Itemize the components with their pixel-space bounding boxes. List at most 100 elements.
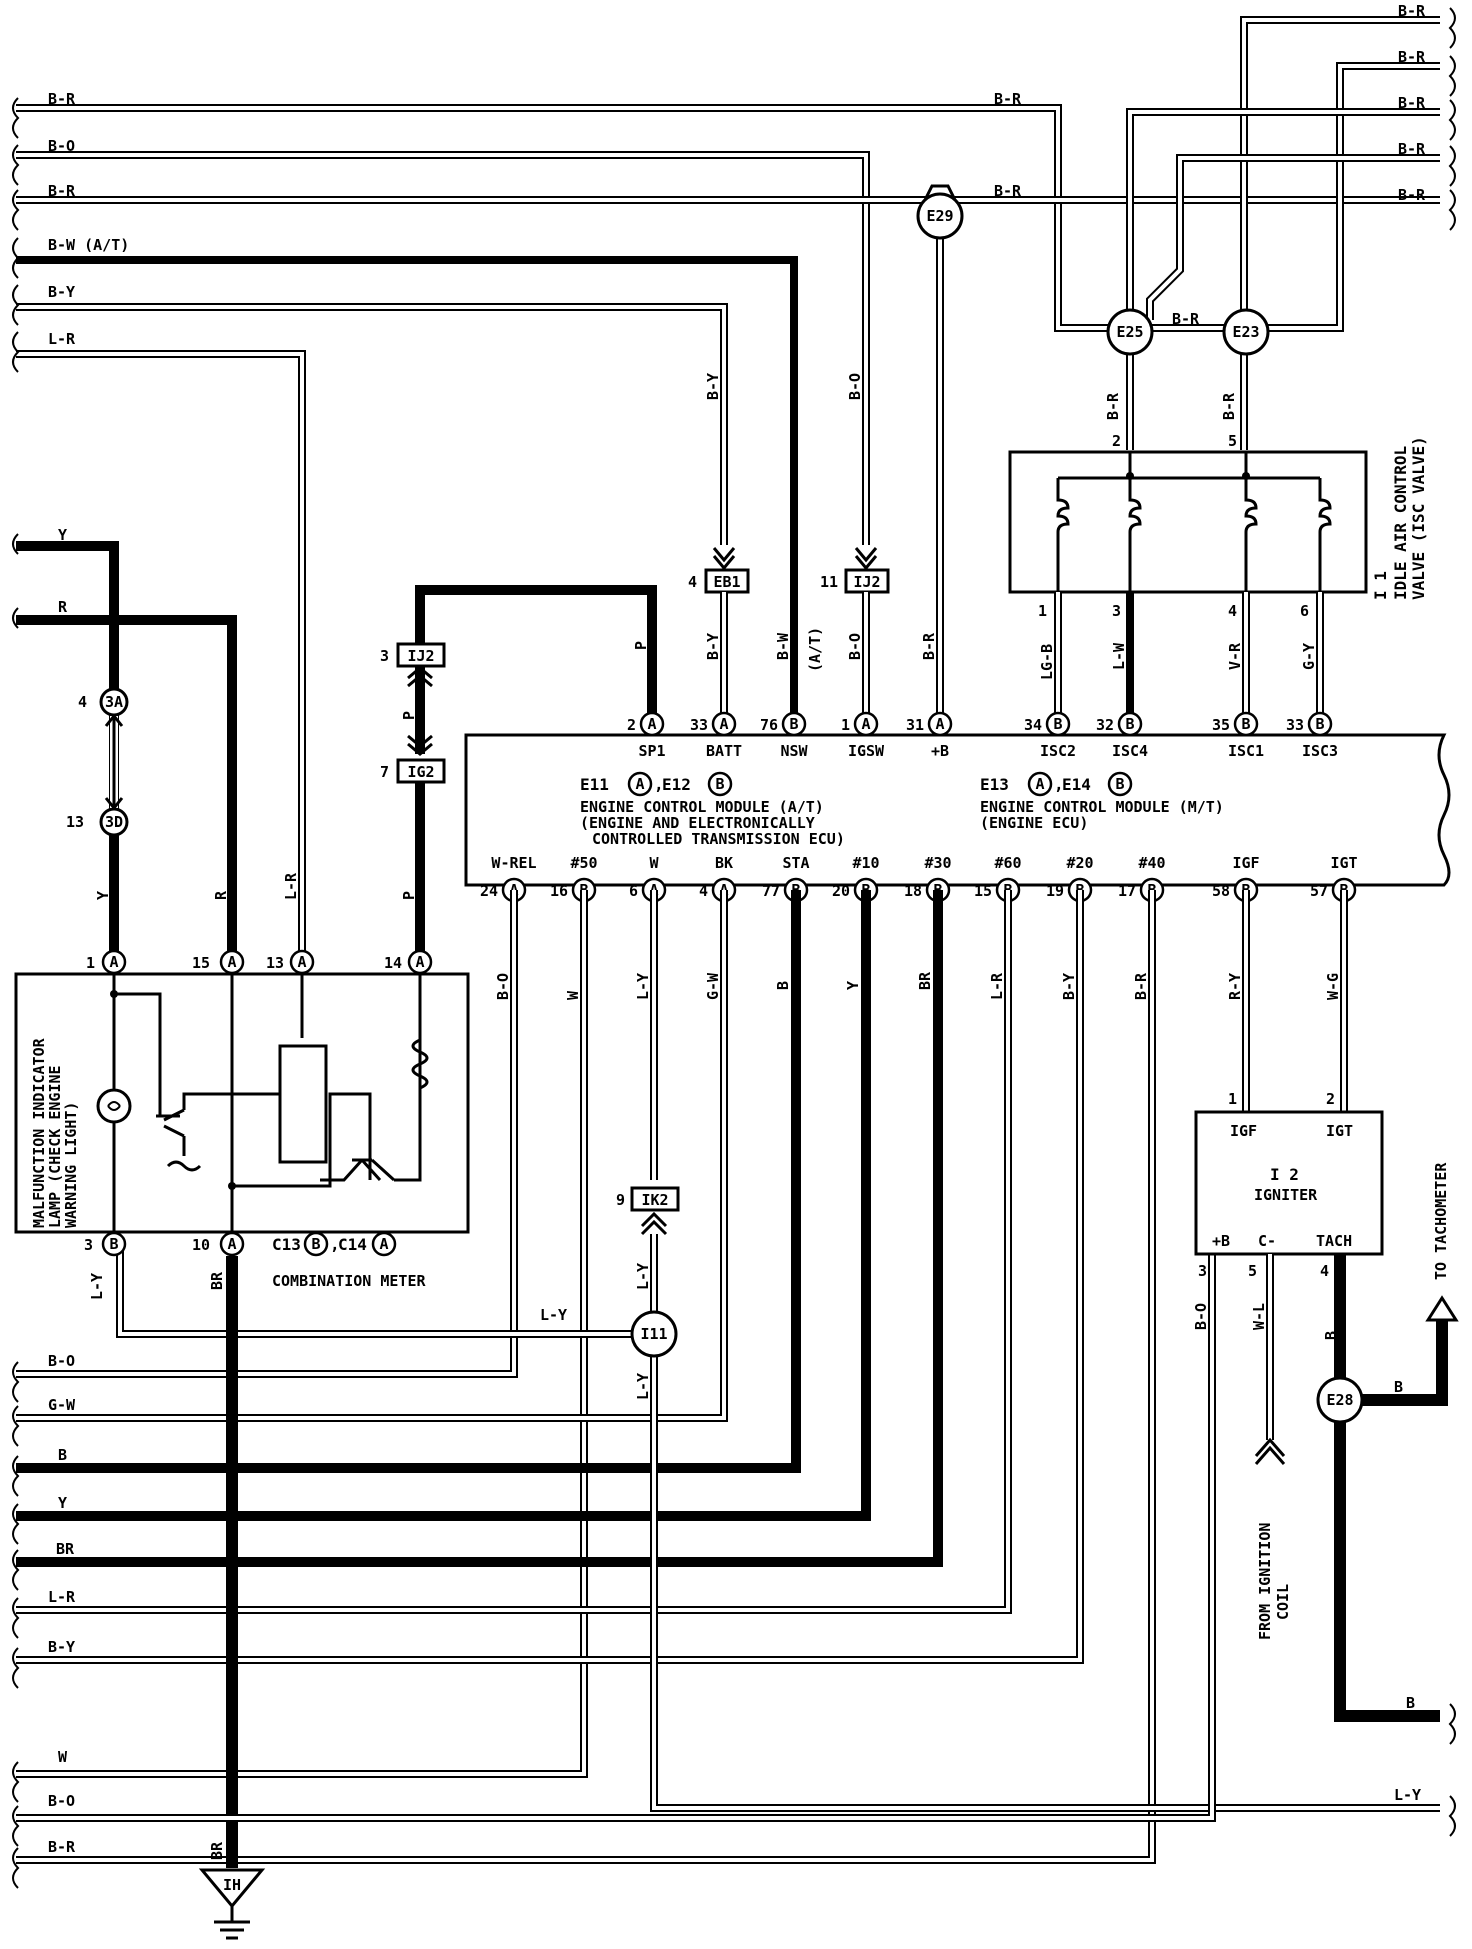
ecm-pin-number: 18 (904, 882, 922, 900)
lbl-lr-v: L-R (988, 972, 1006, 1000)
svg-text:9: 9 (616, 1191, 625, 1209)
lbl-bot-8: W (58, 1748, 68, 1766)
lbl-brr-v: B-R (1132, 972, 1150, 1000)
ecm-conn-letter: A (935, 715, 944, 733)
lbl-from-coil: FROM IGNITION (1256, 1523, 1274, 1640)
svg-text:B: B (1115, 775, 1124, 793)
right-break-marks (1448, 7, 1456, 231)
ecm-conn-letter: B (1315, 715, 1324, 733)
wire-label-6: L-R (48, 330, 76, 348)
lbl-br-2: BR (208, 1841, 226, 1860)
wire-label-4: B-W (A/T) (48, 236, 129, 254)
ecm-pin-number: 1 (841, 716, 850, 734)
meter-name: COMBINATION METER (272, 1272, 426, 1290)
svg-text:MALFUNCTION INDICATOR: MALFUNCTION INDICATOR (30, 1037, 48, 1228)
ecm-title-e12: E12 (662, 775, 691, 794)
svg-text:3: 3 (380, 647, 389, 665)
splice-e28: E28 (1316, 1376, 1364, 1424)
lbl-to-tach: TO TACHOMETER (1432, 1162, 1450, 1280)
svg-text:3: 3 (1112, 602, 1121, 620)
lbl-bot-2: G-W (48, 1396, 76, 1414)
svg-text:5: 5 (1248, 1262, 1257, 1280)
wire-label-bo-v2: B-O (846, 633, 864, 660)
wire-label-p-mid: P (400, 711, 418, 720)
ecm-at-line3: CONTROLLED TRANSMISSION ECU) (592, 830, 845, 848)
ecm-conn-letter: A (861, 715, 870, 733)
svg-text:11: 11 (820, 573, 838, 591)
wire-label-5: B-Y (48, 283, 75, 301)
lbl-ign-bo: B-O (1192, 1303, 1210, 1330)
lbl-bot-5: BR (56, 1540, 75, 1558)
wire-30-br (16, 890, 943, 1567)
splice-e25: E25 (1106, 308, 1154, 356)
svg-text:5: 5 (1228, 432, 1237, 450)
lbl-ly-i11: L-Y (634, 1263, 652, 1290)
svg-text:4: 4 (688, 573, 697, 591)
ecm-terminal-name: ISC2 (1040, 742, 1076, 760)
wire-right-br-4 (1146, 154, 1440, 320)
ecm-terminal-name: #20 (1066, 854, 1093, 872)
lbl-bot-6: L-R (48, 1588, 76, 1606)
svg-text:A: A (109, 953, 118, 971)
svg-text:E28: E28 (1326, 1391, 1353, 1409)
lbl-by-v: B-Y (1060, 973, 1078, 1000)
wire-label-e25-e23: B-R (1172, 310, 1200, 328)
meter-conn-c13: C13 (272, 1235, 301, 1254)
lbl-y-in: Y (58, 526, 67, 544)
ecm-terminal-name: #40 (1138, 854, 1165, 872)
svg-text:IGNITER: IGNITER (1254, 1186, 1318, 1204)
wire-b-y-1 (16, 303, 728, 545)
svg-text:E25: E25 (1116, 323, 1143, 341)
wire-to-tach (1362, 1310, 1448, 1406)
svg-text:IK2: IK2 (641, 1191, 668, 1209)
ground-ih: IH (198, 1868, 266, 1940)
splice-e23: E23 (1222, 308, 1270, 356)
lbl-w-v: W (564, 990, 582, 1000)
wire-label-isc-2: B-R (1104, 392, 1122, 420)
svg-text:A: A (379, 1235, 388, 1253)
combination-meter: MALFUNCTION INDICATOR LAMP (CHECK ENGINE… (14, 949, 470, 1257)
ecm-title-e14: E14 (1062, 775, 1091, 794)
svg-text:B: B (109, 1235, 118, 1253)
wire-label-r5: B-R (1398, 186, 1426, 204)
wire-label-r1: B-R (1398, 2, 1426, 20)
ecm-title-e13: E13 (980, 775, 1009, 794)
svg-text:A: A (227, 1235, 236, 1253)
ecm-terminal-name: STA (782, 854, 809, 872)
svg-text:2: 2 (1326, 1090, 1335, 1108)
svg-text:IGT: IGT (1326, 1122, 1353, 1140)
lbl-ly-meter: L-Y (540, 1306, 567, 1324)
meter-conn-c14: C14 (338, 1235, 367, 1254)
ecm-terminal-name: NSW (780, 742, 808, 760)
lbl-bot-4: Y (58, 1494, 67, 1512)
svg-text:A: A (635, 775, 644, 793)
wire-label-r2: B-R (1398, 48, 1426, 66)
svg-text:TACH: TACH (1316, 1232, 1352, 1250)
ecm-pin-number: 17 (1118, 882, 1136, 900)
wire-label-isc-5: B-R (1220, 392, 1238, 420)
ecm-terminal-name: #30 (924, 854, 951, 872)
ecm-pin-number: 16 (550, 882, 568, 900)
lbl-bot-7: B-Y (48, 1638, 75, 1656)
ecm-terminal-name: ISC1 (1228, 742, 1264, 760)
ecm-pin-number: 57 (1310, 882, 1328, 900)
wire-10-y (16, 890, 871, 1521)
ecm-terminal-name: IGF (1232, 854, 1259, 872)
wire-label-1: B-R (48, 90, 76, 108)
ecm-mt-line1: ENGINE CONTROL MODULE (M/T) (980, 798, 1224, 816)
svg-text:IGF: IGF (1230, 1122, 1257, 1140)
svg-text:I11: I11 (640, 1325, 667, 1343)
ecm-terminal-name: BK (715, 854, 733, 872)
svg-text:C-: C- (1258, 1232, 1276, 1250)
svg-text:A: A (297, 953, 306, 971)
ecm-pin-number: 58 (1212, 882, 1230, 900)
left-break-marks (12, 97, 20, 373)
ecm-terminal-name: W (649, 854, 659, 872)
lbl-ly-v: L-Y (634, 973, 652, 1000)
